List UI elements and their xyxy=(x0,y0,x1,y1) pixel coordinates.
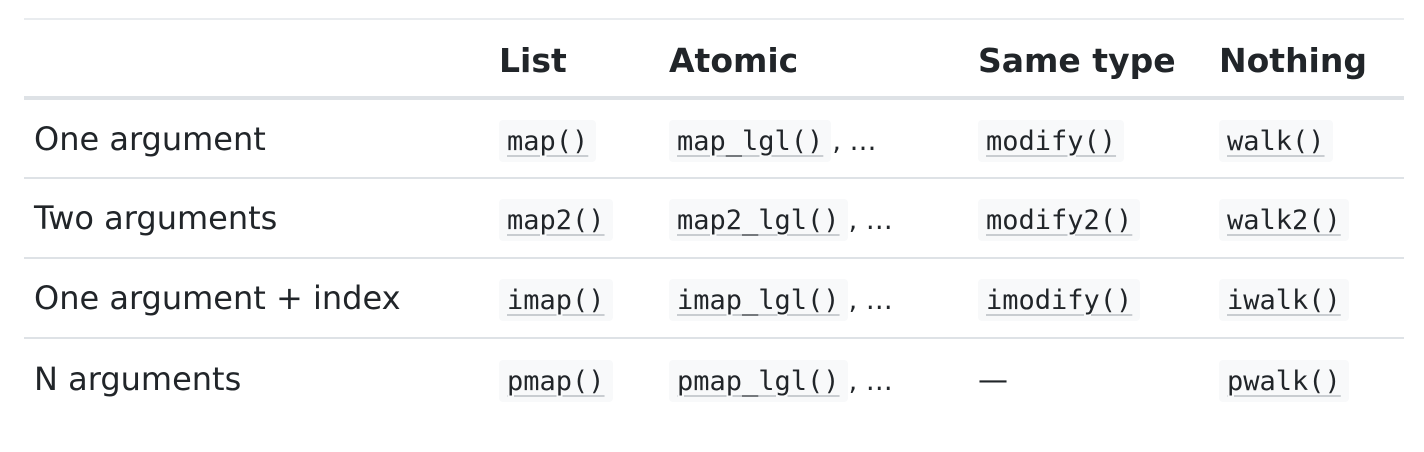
atomic-cell: imap_lgl(), … xyxy=(659,258,968,338)
function-link[interactable]: imodify() xyxy=(978,279,1141,321)
function-link[interactable]: map_lgl() xyxy=(669,119,832,162)
function-link[interactable]: iwalk() xyxy=(1219,279,1349,321)
empty-dash: — xyxy=(978,362,1008,398)
nothing-cell: pwalk() xyxy=(1209,338,1404,418)
ellipsis-text: , … xyxy=(848,205,893,236)
header-empty xyxy=(24,19,489,100)
row-label: N arguments xyxy=(34,359,242,398)
table-row: One argument + index imap() imap_lgl(), … xyxy=(24,258,1404,338)
function-link[interactable]: map() xyxy=(499,119,597,162)
ellipsis-text: , … xyxy=(848,285,893,316)
function-link[interactable]: pmap_lgl() xyxy=(669,359,848,402)
row-label: One argument + index xyxy=(34,279,401,317)
function-link[interactable]: walk2() xyxy=(1219,199,1349,241)
function-link[interactable]: modify() xyxy=(978,119,1125,162)
function-link[interactable]: modify2() xyxy=(978,199,1141,241)
table-row: Two arguments map2() map2_lgl(), … modif… xyxy=(24,178,1404,258)
function-table: List Atomic Same type Nothing One argume… xyxy=(24,18,1404,418)
list-cell: imap() xyxy=(489,258,659,338)
same-type-cell: modify2() xyxy=(968,178,1209,258)
function-link[interactable]: imap_lgl() xyxy=(669,279,848,321)
nothing-cell: walk2() xyxy=(1209,178,1404,258)
same-type-cell: modify() xyxy=(968,98,1209,178)
same-type-cell: imodify() xyxy=(968,258,1209,338)
nothing-cell: iwalk() xyxy=(1209,258,1404,338)
table-header: List Atomic Same type Nothing xyxy=(24,19,1404,100)
function-link[interactable]: map2_lgl() xyxy=(669,199,848,241)
same-type-cell: — xyxy=(968,338,1209,418)
header-list: List xyxy=(489,19,659,100)
table-row: N arguments pmap() pmap_lgl(), … — pwalk… xyxy=(24,338,1404,418)
row-label: One argument xyxy=(34,119,266,158)
header-nothing: Nothing xyxy=(1209,19,1404,100)
atomic-cell: pmap_lgl(), … xyxy=(659,338,968,418)
function-link[interactable]: walk() xyxy=(1219,119,1333,162)
nothing-cell: walk() xyxy=(1209,98,1404,178)
function-link[interactable]: pwalk() xyxy=(1219,359,1349,402)
function-link[interactable]: pmap() xyxy=(499,359,613,402)
list-cell: map() xyxy=(489,98,659,178)
table-body: One argument map() map_lgl(), … modify()… xyxy=(24,98,1404,418)
row-label: Two arguments xyxy=(34,199,278,237)
table-row: One argument map() map_lgl(), … modify()… xyxy=(24,98,1404,178)
function-link[interactable]: imap() xyxy=(499,279,613,321)
list-cell: pmap() xyxy=(489,338,659,418)
header-atomic: Atomic xyxy=(659,19,968,100)
header-row: List Atomic Same type Nothing xyxy=(24,19,1404,100)
header-same-type: Same type xyxy=(968,19,1209,100)
ellipsis-text: , … xyxy=(848,365,893,397)
function-link[interactable]: map2() xyxy=(499,199,613,241)
list-cell: map2() xyxy=(489,178,659,258)
atomic-cell: map2_lgl(), … xyxy=(659,178,968,258)
ellipsis-text: , … xyxy=(832,125,877,157)
atomic-cell: map_lgl(), … xyxy=(659,98,968,178)
